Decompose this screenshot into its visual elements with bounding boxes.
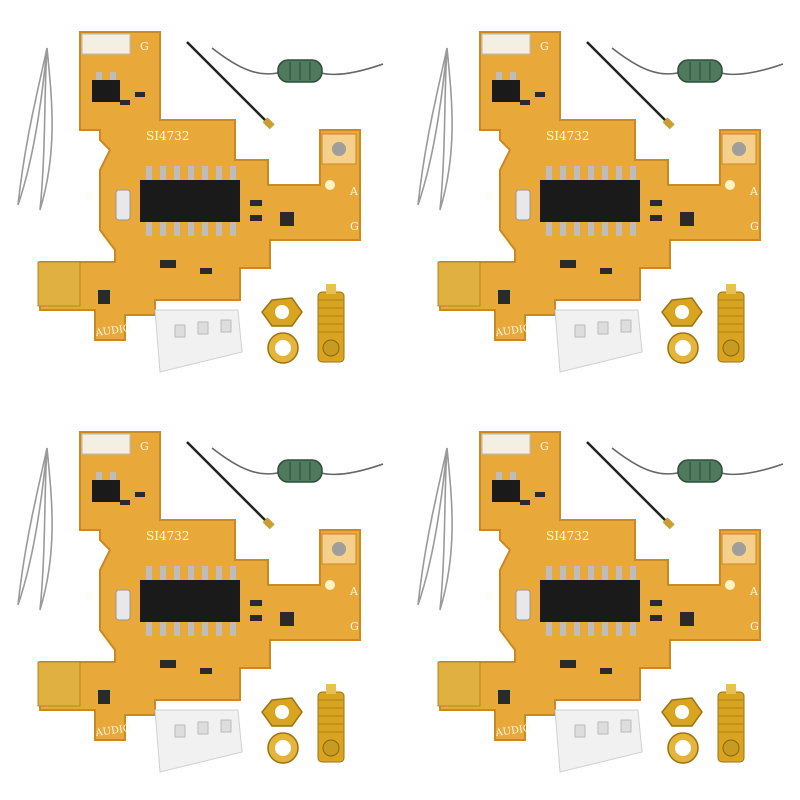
crystal <box>515 589 531 621</box>
pad-label-a: A <box>349 185 359 198</box>
smd-components <box>498 492 694 704</box>
pad-label-g: G <box>750 620 759 633</box>
main-chip <box>540 580 640 622</box>
pad-label-g: G <box>750 220 759 233</box>
kit-illustration: SI4732 G A G R AUDIO <box>417 431 784 773</box>
header-connector <box>81 433 131 455</box>
pad-label-top: G <box>140 440 149 453</box>
inductor-lead <box>717 63 784 76</box>
header-connector <box>481 33 531 55</box>
connector-label: AUDIO <box>494 723 532 739</box>
mount-hole <box>325 580 335 590</box>
kit-illustration: SI4732 G A G R AUDIO <box>17 31 384 373</box>
module-kit-4: SI4732 G A G R AUDIO <box>400 400 800 800</box>
pad-label-top: G <box>540 40 549 53</box>
ufl-connector <box>662 517 675 530</box>
audio-pads <box>437 661 481 707</box>
chip-marking: SI4732 <box>146 129 190 143</box>
inductor-lead <box>611 447 683 475</box>
inductor-lead <box>317 463 384 476</box>
connector-label: AUDIO <box>494 323 532 339</box>
wire-loop-antenna <box>17 47 53 211</box>
main-chip <box>540 180 640 222</box>
inductor-lead <box>611 47 683 75</box>
module-kit-1: SI4732 G A G R AUDIO <box>0 0 400 400</box>
shield-plate <box>554 309 643 373</box>
kit-illustration: SI4732 G A G R AUDIO <box>17 431 384 773</box>
shield-plate <box>554 709 643 773</box>
smd-components <box>98 492 294 704</box>
chip-pins <box>546 566 636 636</box>
chip-marking: SI4732 <box>546 529 590 543</box>
crystal <box>115 189 131 221</box>
shield-plate <box>154 309 243 373</box>
mount-hole <box>725 580 735 590</box>
chip-pins <box>546 166 636 236</box>
pad-label-r: R <box>86 592 94 603</box>
pad-label-a: A <box>749 585 759 598</box>
connector-label: AUDIO <box>94 723 132 739</box>
pad-label-g: G <box>350 220 359 233</box>
smd-components <box>98 92 294 304</box>
regulator-ic <box>492 480 520 502</box>
coax-pigtail <box>186 441 271 526</box>
pad-label-r: R <box>486 192 494 203</box>
pad-label-top: G <box>540 440 549 453</box>
wire-loop-antenna <box>417 47 453 211</box>
regulator-ic <box>492 80 520 102</box>
inductor-lead <box>211 447 283 475</box>
main-chip <box>140 180 240 222</box>
wire-loop-antenna <box>17 447 53 611</box>
ufl-connector <box>262 117 275 130</box>
pad-label-top: G <box>140 40 149 53</box>
pad-label-r: R <box>86 192 94 203</box>
coax-pigtail <box>586 41 671 126</box>
wire-loop-antenna <box>417 447 453 611</box>
audio-pads <box>437 261 481 307</box>
inductor-lead <box>211 47 283 75</box>
pad-label-a: A <box>749 185 759 198</box>
ufl-connector <box>662 117 675 130</box>
crystal <box>115 589 131 621</box>
inductor-lead <box>717 463 784 476</box>
header-connector <box>81 33 131 55</box>
regulator-ic <box>92 80 120 102</box>
coax-pigtail <box>186 41 271 126</box>
main-chip <box>140 580 240 622</box>
chip-pins <box>146 566 236 636</box>
connector-label: AUDIO <box>94 323 132 339</box>
mount-hole <box>325 180 335 190</box>
smd-components <box>498 92 694 304</box>
kit-illustration: SI4732 G A G R AUDIO <box>417 31 784 373</box>
module-kit-3: SI4732 G A G R AUDIO <box>0 400 400 800</box>
crystal <box>515 189 531 221</box>
chip-pins <box>146 166 236 236</box>
header-connector <box>481 433 531 455</box>
coax-pigtail <box>586 441 671 526</box>
pad-label-a: A <box>349 585 359 598</box>
audio-pads <box>37 661 81 707</box>
chip-marking: SI4732 <box>546 129 590 143</box>
inductor-lead <box>317 63 384 76</box>
chip-marking: SI4732 <box>146 529 190 543</box>
regulator-ic <box>92 480 120 502</box>
ufl-connector <box>262 517 275 530</box>
pad-label-g: G <box>350 620 359 633</box>
shield-plate <box>154 709 243 773</box>
pad-label-r: R <box>486 592 494 603</box>
audio-pads <box>37 261 81 307</box>
module-kit-2: SI4732 G A G R AUDIO <box>400 0 800 400</box>
mount-hole <box>725 180 735 190</box>
